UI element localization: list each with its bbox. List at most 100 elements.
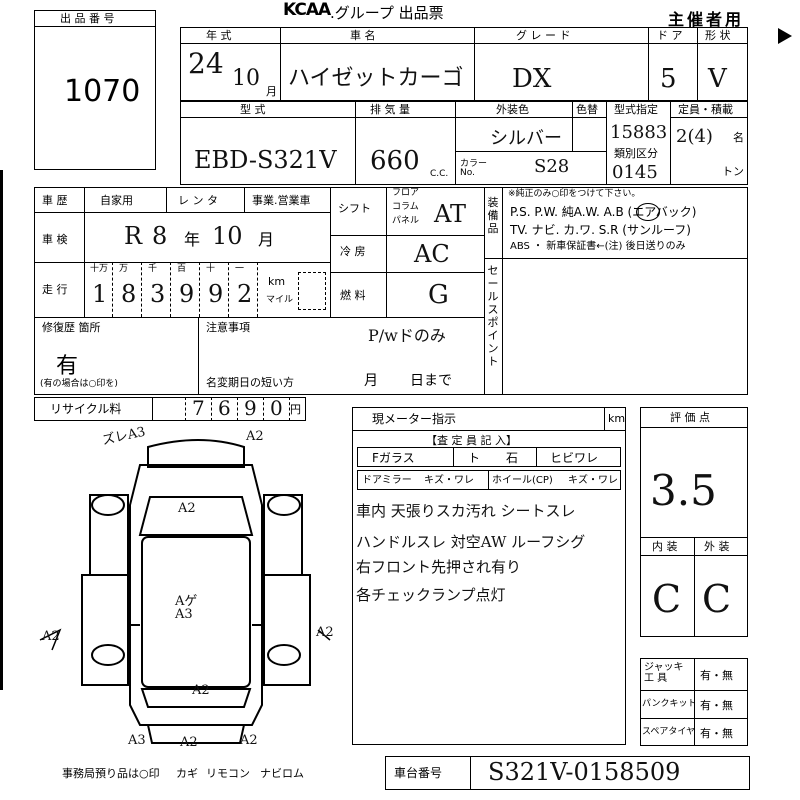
fuel-label: 燃 料 bbox=[340, 289, 366, 302]
load-unit: トン bbox=[722, 165, 744, 178]
ac-value: AC bbox=[414, 240, 450, 268]
mileage-label: 走 行 bbox=[42, 283, 68, 296]
shift-option-panel: パネル bbox=[392, 216, 420, 226]
shape-value: V bbox=[708, 64, 727, 94]
left-edge-bar bbox=[0, 170, 3, 690]
recycle-digit-cell: 0 bbox=[264, 397, 290, 421]
diagram-mark-8: A2 bbox=[180, 735, 198, 750]
diagram-rear-bumper bbox=[146, 724, 246, 744]
mirror-label: ドアミラー bbox=[362, 475, 412, 486]
diagram-wheel-fr bbox=[267, 494, 301, 516]
diagram-mark-9: A2 bbox=[240, 733, 258, 748]
diagram-mark-2: A2 bbox=[178, 501, 196, 516]
equipment-label: 装備品 bbox=[487, 196, 499, 235]
displacement-label: 排 気 量 bbox=[370, 103, 410, 116]
notice-value: P/wドのみ bbox=[368, 326, 446, 345]
footer-item-remote: リモコン bbox=[206, 767, 250, 780]
year-value: 24 bbox=[188, 47, 224, 80]
recycle-digit: 9 bbox=[244, 396, 257, 420]
mileage-digit: 3 bbox=[150, 280, 166, 308]
chassis-label: 車台番号 bbox=[394, 766, 443, 780]
short-month-unit: 月 bbox=[364, 373, 378, 389]
brand-suffix: .グループ 出品票 bbox=[330, 4, 444, 22]
wheel-label: ホイール(CP) bbox=[492, 475, 553, 486]
glass-opt3: ヒビワレ bbox=[550, 451, 599, 465]
recycle-box bbox=[34, 397, 306, 421]
inspection-month: 10 bbox=[212, 222, 243, 250]
inspector-box bbox=[352, 407, 626, 745]
host-label: 主催者用 bbox=[668, 10, 745, 29]
recolor-label: 色替 bbox=[576, 103, 598, 116]
recycle-digit: 7 bbox=[192, 396, 205, 420]
glass-row bbox=[357, 447, 621, 467]
recycle-digit-cell: 9 bbox=[238, 397, 264, 421]
color-no-label: カラー No. bbox=[460, 159, 488, 178]
short-month-label: 名変期日の短い方 bbox=[206, 376, 294, 389]
glass-opt2: 石 bbox=[506, 451, 519, 465]
inspector-note-4: 各チェックランプ点灯 bbox=[356, 586, 506, 604]
meter-label: 現メーター指示 bbox=[372, 412, 457, 426]
model-label: 車 名 bbox=[350, 29, 376, 42]
tool-puncture-label: パンクキット bbox=[642, 699, 697, 709]
inspector-note-1: 車内 天張りスカ汚れ シートスレ bbox=[356, 502, 576, 520]
chassis-value: S321V-0158509 bbox=[488, 758, 681, 786]
inspection-month-unit: 月 bbox=[258, 230, 275, 249]
repair-note: (有の場合は○印を) bbox=[40, 379, 118, 389]
inspector-note-2: ハンドルスレ 対空AW ルーフシグ bbox=[356, 533, 586, 551]
footer-item-navi: ナビロム bbox=[260, 767, 304, 780]
recycle-digit-cell bbox=[160, 397, 186, 421]
shift-label: シフト bbox=[338, 202, 371, 215]
tool-puncture-value: 有・無 bbox=[700, 699, 733, 712]
mileage-unit-km: km bbox=[268, 275, 286, 288]
diagram-windshield bbox=[138, 496, 254, 536]
mileage-digit: 1 bbox=[92, 280, 108, 308]
capacity-unit: 名 bbox=[733, 131, 744, 144]
diagram-roof bbox=[141, 536, 251, 688]
chassis-box bbox=[385, 756, 750, 790]
history-option-business: 事業.営業車 bbox=[252, 194, 311, 207]
grade-value: DX bbox=[512, 64, 552, 94]
inspector-title: 【査 定 員 記 入】 bbox=[426, 434, 517, 447]
middle-box bbox=[34, 187, 748, 395]
history-option-private: 自家用 bbox=[100, 194, 133, 207]
type-value: EBD-S321V bbox=[194, 146, 337, 174]
footer-item-key: カギ bbox=[176, 767, 198, 780]
interior-value: C bbox=[652, 577, 682, 621]
month-unit: 月 bbox=[266, 85, 277, 98]
mileage-place-label: 千 bbox=[148, 264, 158, 274]
diagram-mark-1: A2 bbox=[246, 429, 264, 444]
shape-label: 形 状 bbox=[705, 29, 731, 42]
diagram-mark-5: Aゲ A3 bbox=[175, 594, 198, 622]
brand-logo: KCAA bbox=[283, 0, 331, 20]
category-value: 0145 bbox=[612, 162, 658, 183]
meter-unit: km bbox=[608, 412, 626, 425]
year-label: 年 式 bbox=[206, 29, 232, 42]
cc-unit: C.C. bbox=[430, 169, 449, 179]
history-option-rental: レ ン タ bbox=[178, 194, 218, 207]
mileage-mile-box bbox=[298, 272, 326, 310]
category-label: 類別区分 bbox=[614, 147, 658, 160]
glass-label: Fガラス bbox=[372, 451, 415, 465]
diagram-mark-3: A2 bbox=[42, 629, 60, 644]
tool-jack-value: 有・無 bbox=[700, 669, 733, 682]
diagram-mark-7: A3 bbox=[128, 733, 146, 748]
inspection-era: R bbox=[124, 222, 143, 250]
mileage-place-label: 万 bbox=[119, 264, 129, 274]
score-label: 評 価 点 bbox=[670, 411, 710, 424]
model-value: ハイゼットカーゴ bbox=[288, 66, 464, 91]
doors-label: ド ア bbox=[657, 29, 683, 42]
tool-jack-label: ジャッキ 工 具 bbox=[644, 662, 684, 684]
grade-label: グ レ ー ド bbox=[516, 29, 571, 42]
diagram-rear-glass bbox=[140, 688, 252, 708]
row1-box bbox=[180, 27, 748, 101]
diagram-right-front-panel bbox=[263, 494, 303, 576]
mirror-opt: キズ・ワレ bbox=[424, 475, 474, 486]
shift-option-column: コラム bbox=[392, 202, 419, 212]
month-value: 10 bbox=[232, 66, 260, 91]
